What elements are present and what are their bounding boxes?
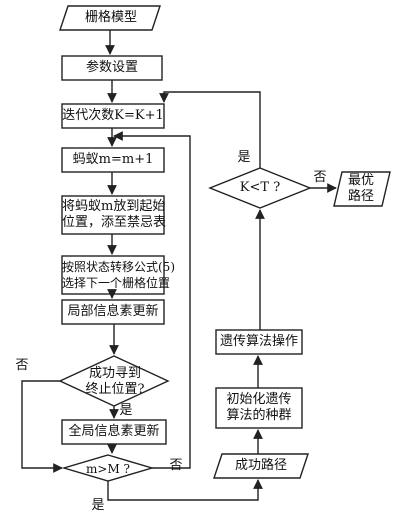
ant-count-box [61,147,165,173]
edge-label-no-k: 否 [313,170,327,185]
k-lt-T-label: K<T ? [239,180,281,195]
param-setup-label: 参数设置 [85,60,138,75]
grid-model-label: 栅格模型 [84,10,137,25]
place-ant-box [61,195,165,235]
init-pop-label-line1: 初始化遗传 [226,392,292,407]
edge-label-no-reach: 否 [15,358,29,373]
edge-label-yes-k: 是 [237,150,251,165]
param-setup-box [61,55,163,81]
place-ant-label-line2: 位置，添至禁忌表 [62,215,167,230]
arrow-k-yes-to-iter [159,91,261,168]
iter-count-label: 迭代次数K=K+1 [62,108,164,123]
iter-count-box [61,103,165,129]
init-pop-label-line2: 算法的种群 [226,408,292,423]
place-ant-label-line1: 将蚂蚁m放到起始 [62,199,166,214]
ga-ops-label: 遗传算法操作 [219,334,298,349]
select-next-label-line1: 按照状态转移公式(5) [62,260,175,274]
best-path-label-line1: 最优 [347,173,374,188]
local-update-label: 局部信息素更新 [67,304,159,319]
reach-end-label-line2: 终止位置? [85,382,145,397]
ant-count-label: 蚂蚁m=m+1 [72,152,154,167]
arrow-m-no-to-ant [113,131,191,469]
ga-ops-box [215,329,303,355]
arrow-m-yes-to-success [107,479,263,501]
reach-end-label-line1: 成功寻到 [88,366,141,381]
init-pop-box [215,387,303,429]
global-update-box [61,419,167,445]
m-gt-M-label: m>M ? [86,462,130,476]
arrow-reach-no-to-m [21,380,63,473]
success-path-shape [213,453,309,479]
k-lt-T-diamond [208,167,312,209]
edge-label-yes-reach: 是 [119,403,133,418]
local-update-box [61,299,165,325]
global-update-label: 全局信息素更新 [68,424,160,439]
best-path-label-line2: 路径 [347,189,374,204]
best-path-shape [333,171,391,207]
edge-label-yes-m: 是 [91,498,105,513]
edge-label-no-m: 否 [169,458,183,473]
select-next-label-line2: 选择下一个栅格位置 [62,276,171,290]
success-path-label: 成功路径 [234,458,287,473]
grid-model-shape [59,5,161,31]
